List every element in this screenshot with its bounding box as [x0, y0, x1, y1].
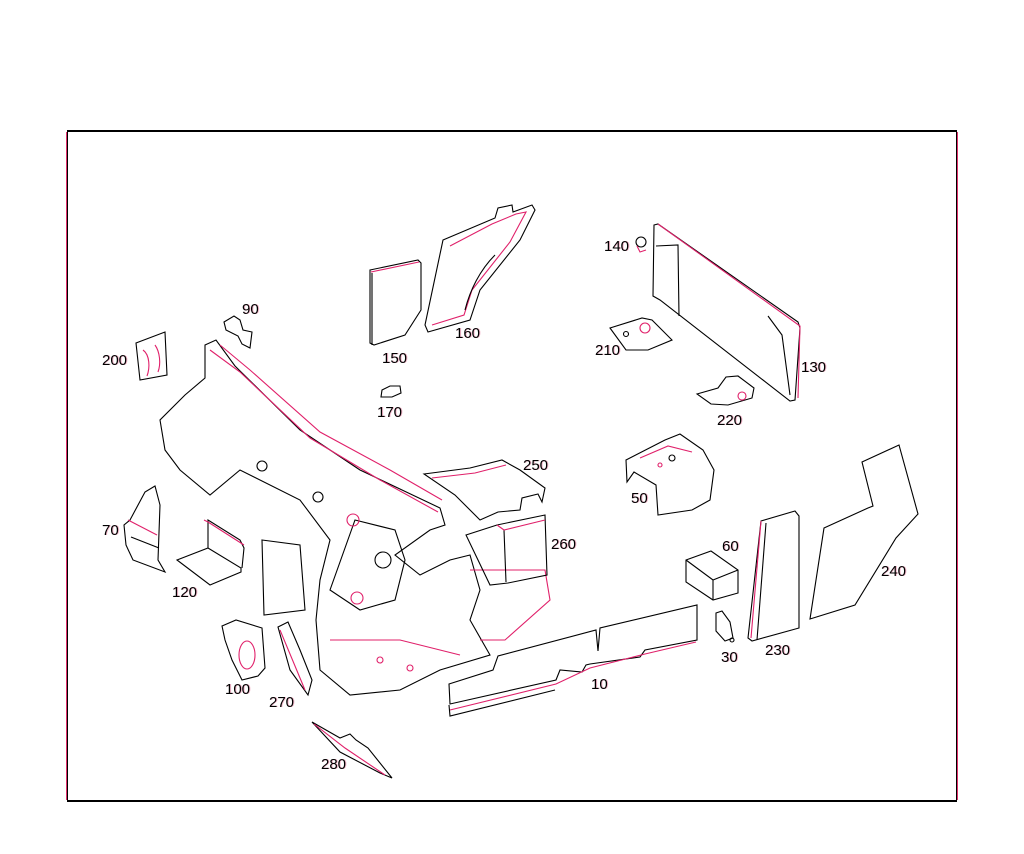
callout-240[interactable]: 240 [881, 563, 907, 580]
part-70-shape [123, 485, 167, 574]
callout-150[interactable]: 150 [382, 350, 408, 367]
callout-30[interactable]: 30 [721, 649, 738, 666]
callout-220[interactable]: 220 [717, 412, 743, 429]
part-100-shape [221, 619, 266, 681]
part-210-shape [609, 317, 673, 351]
callout-60[interactable]: 60 [722, 538, 739, 555]
part-130-shape [652, 223, 801, 402]
part-120-shape [175, 519, 245, 586]
callout-250[interactable]: 250 [523, 457, 549, 474]
part-10-shape [448, 604, 698, 717]
callout-160[interactable]: 160 [455, 325, 481, 342]
part-140-shape [635, 236, 647, 253]
callout-230[interactable]: 230 [765, 642, 791, 659]
part-90-shape [223, 315, 253, 349]
callout-130[interactable]: 130 [801, 359, 827, 376]
part-230-shape [747, 510, 800, 642]
part-200-shape [135, 331, 168, 381]
part-160-shape [424, 204, 536, 333]
part-220-shape [695, 375, 755, 406]
callout-270[interactable]: 270 [269, 694, 295, 711]
part-50-shape [625, 433, 715, 516]
callout-70[interactable]: 70 [102, 522, 119, 539]
callout-210[interactable]: 210 [595, 342, 621, 359]
callout-10[interactable]: 10 [591, 676, 608, 693]
part-30-shape [715, 610, 735, 643]
firewall-assembly-shape [159, 339, 551, 696]
callout-100[interactable]: 100 [225, 681, 251, 698]
part-270-shape [277, 621, 313, 697]
diagram-frame [66, 130, 958, 802]
callout-260[interactable]: 260 [551, 536, 577, 553]
part-280-shape [311, 721, 393, 779]
part-260-shape [465, 514, 548, 586]
part-240-shape [809, 444, 919, 620]
part-250-shape [422, 459, 546, 521]
callout-50[interactable]: 50 [631, 490, 648, 507]
callout-170[interactable]: 170 [377, 404, 403, 421]
callout-200[interactable]: 200 [102, 352, 128, 369]
callout-120[interactable]: 120 [172, 584, 198, 601]
part-60-shape [685, 550, 739, 601]
callout-90[interactable]: 90 [242, 301, 259, 318]
callout-140[interactable]: 140 [604, 238, 630, 255]
part-150-shape [369, 259, 422, 346]
callout-280[interactable]: 280 [321, 756, 347, 773]
part-170-shape [380, 385, 402, 398]
